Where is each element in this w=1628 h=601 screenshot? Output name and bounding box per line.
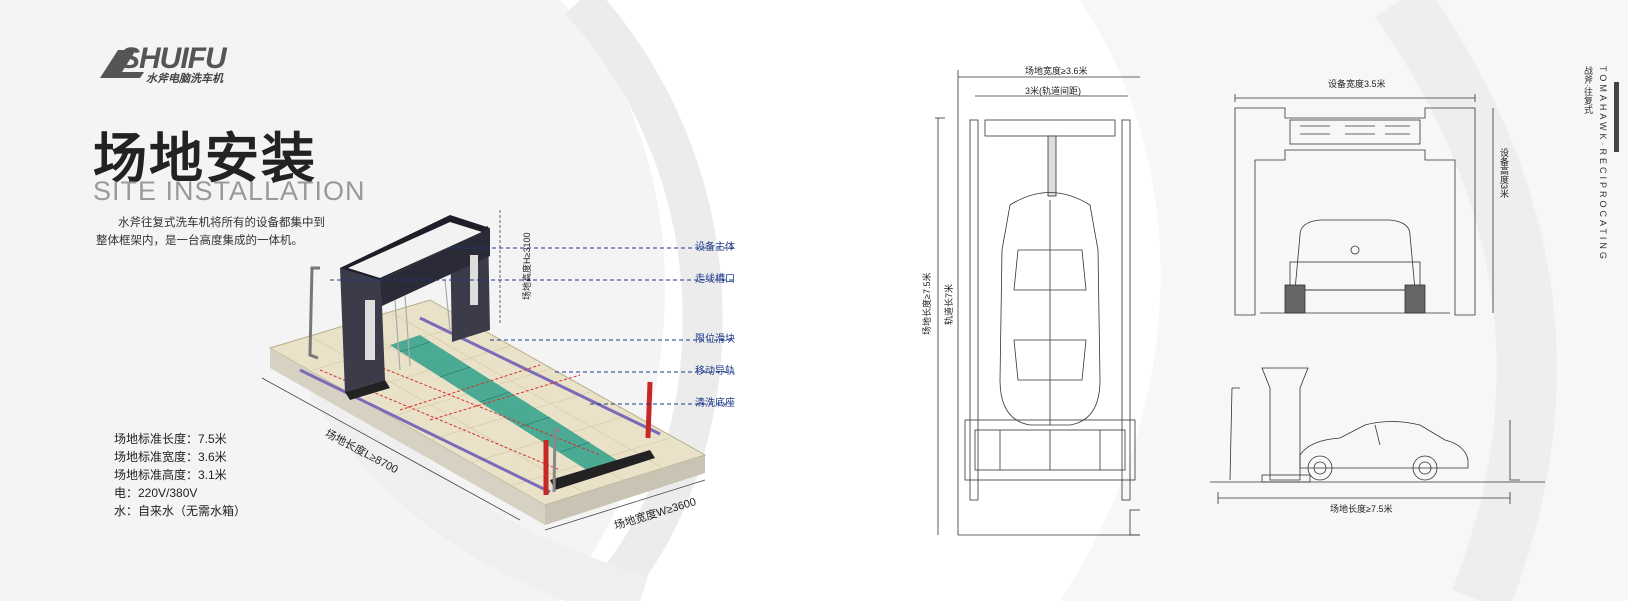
- spec-length: 场地标准长度：7.5米: [114, 432, 227, 446]
- isometric-illustration: [261, 210, 735, 531]
- spec-water: 水：自来水（无需水箱）: [114, 504, 247, 518]
- iso-height-label: 场地高度H≥3100: [522, 232, 532, 300]
- series-label-cn: 战斧·往复式: [1583, 66, 1593, 114]
- spec-height: 场地标准高度：3.1米: [114, 468, 227, 482]
- page-subtitle: SITE INSTALLATION: [93, 176, 366, 206]
- front-view-equip-height: 设备高度3米: [1499, 148, 1509, 199]
- spec-list: 场地标准长度：7.5米 场地标准宽度：3.6米 场地标准高度：3.1米 电：22…: [114, 430, 246, 520]
- top-view-site-width: 场地宽度≥3.6米: [1025, 66, 1088, 76]
- callout-wash-base: 清洗底座: [695, 398, 735, 409]
- intro-line-2: 整体框架内，是一台高度集成的一体机。: [96, 235, 303, 247]
- callout-main-body: 设备主体: [695, 242, 735, 253]
- side-view-drawing: [1210, 367, 1545, 504]
- series-label-en: TOMAHAWK·RECIPROCATING: [1598, 66, 1608, 262]
- side-view-site-length: 场地长度≥7.5米: [1330, 504, 1393, 514]
- intro-line-1: 水斧往复式洗车机将所有的设备都集中到: [118, 217, 325, 229]
- series-label-bar: [1614, 82, 1619, 152]
- top-view-rail-gap: 3米(轨道间距): [1025, 86, 1081, 96]
- top-view-drawing: [935, 70, 1140, 536]
- series-side-label: 战斧·往复式 TOMAHAWK·RECIPROCATING: [1578, 66, 1619, 266]
- front-view-equip-width: 设备宽度3.5米: [1328, 79, 1386, 89]
- brand-name: SHUIFU: [120, 42, 227, 75]
- front-view-drawing: [1234, 94, 1494, 316]
- brand-tagline: 水斧电脑洗车机: [146, 73, 223, 85]
- page-title: 场地安装: [93, 126, 317, 190]
- callout-moving-rail: 移动导轨: [695, 366, 735, 377]
- spec-width: 场地标准宽度：3.6米: [114, 450, 227, 464]
- top-view-site-length: 场地长度≥7.5米: [922, 272, 932, 335]
- spec-power: 电：220V/380V: [114, 486, 198, 500]
- brand-logo-mark: [100, 50, 144, 78]
- top-view-rail-length: 轨道长7米: [944, 283, 954, 325]
- callout-limit-slider: 限位滑块: [695, 334, 735, 345]
- callout-cable-slot: 走线槽口: [695, 274, 735, 285]
- intro-text: 水斧往复式洗车机将所有的设备都集中到 整体框架内，是一台高度集成的一体机。: [96, 214, 356, 250]
